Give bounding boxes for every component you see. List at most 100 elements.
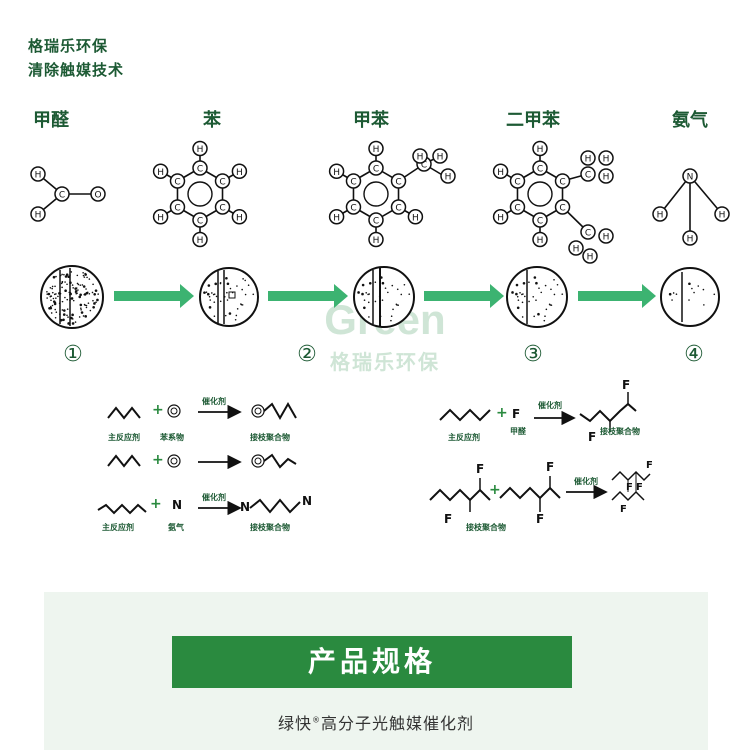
particle-dot — [390, 319, 392, 322]
particle-dot — [83, 276, 86, 278]
particle-dot — [702, 288, 705, 291]
particle-dot — [78, 316, 81, 318]
product-name-part-2: 高分子光触媒催化剂 — [321, 714, 475, 733]
svg-text:H: H — [197, 145, 204, 155]
bond-line — [689, 175, 723, 215]
atom-n: N — [172, 498, 183, 512]
particle-dot — [244, 279, 246, 282]
svg-text:H: H — [497, 168, 504, 178]
svg-text:C: C — [174, 204, 180, 214]
svg-text:C: C — [559, 178, 565, 188]
svg-text:H: H — [719, 211, 726, 221]
particle-dot — [524, 295, 526, 298]
particle-dot — [74, 321, 77, 323]
particle-dot — [59, 313, 61, 315]
particle-dot — [62, 318, 65, 322]
registered-mark: ® — [312, 715, 321, 725]
particle-dot — [548, 303, 551, 306]
particle-dot — [387, 291, 389, 294]
svg-text:H: H — [603, 173, 610, 183]
product-name-part-1: 绿快 — [277, 714, 312, 733]
atom-h: H — [532, 140, 548, 157]
particle-dot — [374, 281, 377, 283]
particle-dot — [231, 291, 234, 294]
atom-h: H — [598, 150, 614, 166]
particle-dot — [713, 293, 716, 296]
particle-dot — [365, 292, 368, 294]
atom-c: C — [580, 166, 596, 182]
chem-ammonia-title: 氨气 — [672, 110, 708, 131]
atom-f: F — [588, 430, 597, 444]
particle-dot — [226, 299, 229, 301]
particle-dot — [535, 299, 537, 301]
particle-dot — [51, 304, 54, 307]
particle-dot — [46, 297, 48, 299]
sample-circle-5 — [660, 267, 720, 327]
atom-c: C — [368, 212, 384, 228]
reaction-scheme-2 — [107, 453, 297, 470]
particle-dot — [65, 273, 69, 276]
particle-dot — [403, 283, 406, 286]
particle-dot — [52, 275, 56, 279]
particle-dot — [209, 299, 212, 301]
particle-dot — [83, 303, 86, 306]
atom-h: H — [582, 248, 598, 264]
particle-dot — [396, 288, 399, 291]
particle-dot — [693, 291, 695, 294]
particle-dot — [537, 312, 540, 316]
particle-dot — [51, 285, 54, 288]
svg-text:H: H — [157, 213, 164, 223]
particle-dot — [59, 274, 62, 277]
sample-circle-2 — [199, 267, 259, 327]
chem-formaldehyde-title: 甲醛 — [33, 110, 69, 131]
atom-h: H — [407, 209, 424, 225]
particle-dot — [69, 297, 72, 300]
particle-dot — [66, 283, 68, 286]
particle-dot — [528, 281, 530, 283]
atom-h: H — [568, 240, 584, 256]
particle-dot — [240, 303, 242, 305]
particle-dot — [223, 295, 226, 298]
particle-dot — [367, 293, 369, 296]
particle-dot — [53, 293, 56, 296]
atom-c: C — [509, 199, 526, 215]
atom-h: H — [412, 148, 428, 164]
particle-dot — [234, 318, 237, 321]
particle-dot — [49, 286, 52, 289]
particle-dot — [92, 299, 94, 302]
aromatic-ring — [527, 181, 553, 207]
particle-dot — [226, 282, 230, 286]
label-formaldehyde: 甲醛 — [510, 427, 526, 436]
atom-f: F — [626, 482, 633, 493]
particle-dot — [236, 285, 238, 287]
plus-sign: + — [496, 405, 508, 421]
particle-dot — [517, 299, 520, 301]
svg-text:C: C — [559, 204, 565, 214]
particle-dot — [213, 301, 216, 303]
particle-dot — [219, 282, 222, 285]
particle-dot — [71, 322, 75, 325]
chem-benzene-title: 苯 — [203, 110, 221, 131]
particle-dot — [77, 289, 79, 291]
atom-c: C — [532, 160, 548, 176]
particle-dot — [235, 314, 238, 317]
particle-dot — [208, 306, 212, 309]
particle-dot — [361, 292, 364, 296]
particle-dot — [64, 281, 66, 283]
particle-dot — [397, 304, 399, 306]
svg-text:H: H — [537, 145, 544, 155]
svg-text:C: C — [219, 178, 225, 188]
atom-c: C — [509, 173, 526, 189]
svg-text:C: C — [197, 217, 203, 227]
atom-h: H — [652, 206, 668, 222]
svg-text:H: H — [35, 171, 42, 181]
particle-dot — [215, 295, 218, 298]
particle-dot — [553, 293, 556, 296]
svg-text:C: C — [373, 165, 379, 175]
atom-c: C — [345, 173, 362, 189]
particle-dot — [244, 293, 247, 296]
particle-dot — [53, 302, 57, 306]
label-benzene-series: 苯系物 — [160, 433, 184, 442]
chem-xylene-title: 二甲苯 — [506, 110, 560, 131]
atom-f: F — [546, 460, 555, 474]
